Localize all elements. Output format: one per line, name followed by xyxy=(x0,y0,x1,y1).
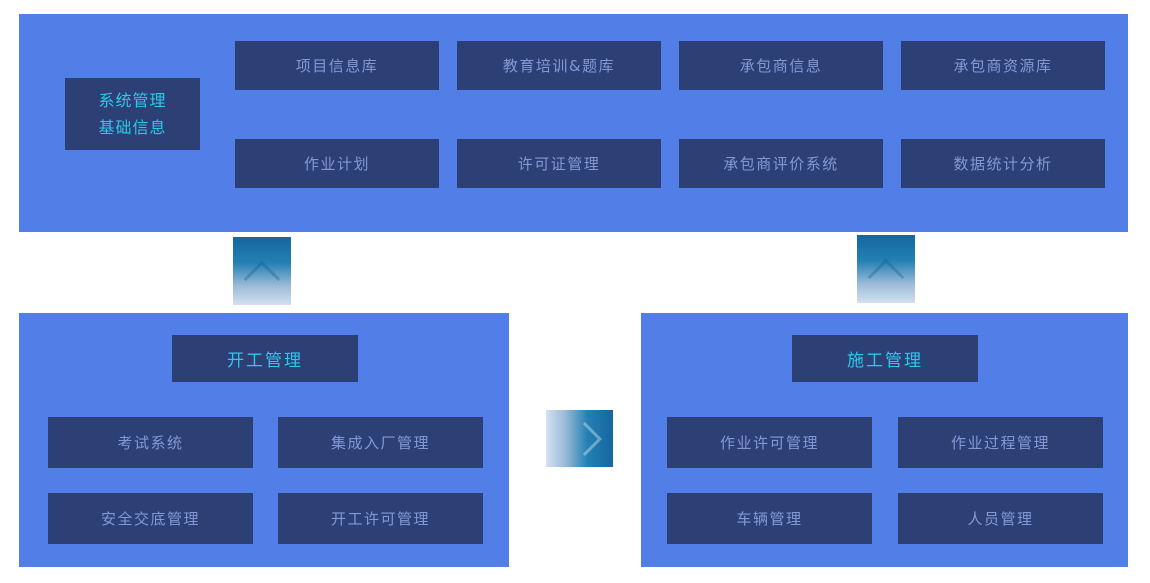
module-work-permit-management: 作业许可管理 xyxy=(667,417,872,468)
module-education-training-question-bank: 教育培训&题库 xyxy=(457,41,661,90)
module-work-process-management: 作业过程管理 xyxy=(898,417,1103,468)
system-management-base-info-box: 系统管理 基础信息 xyxy=(65,78,200,150)
module-personnel-management: 人员管理 xyxy=(898,493,1103,544)
module-data-statistics-analysis: 数据统计分析 xyxy=(901,139,1105,188)
module-vehicle-management: 车辆管理 xyxy=(667,493,872,544)
chevron-right-icon xyxy=(567,421,602,456)
module-license-management: 许可证管理 xyxy=(457,139,661,188)
system-management-label: 系统管理 xyxy=(98,91,167,110)
module-work-plan: 作业计划 xyxy=(235,139,439,188)
construction-management-header: 施工管理 xyxy=(792,335,978,382)
module-integrated-entry-management: 集成入厂管理 xyxy=(278,417,483,468)
connector-top-to-left-panel xyxy=(233,237,291,305)
commencement-management-header: 开工管理 xyxy=(172,335,358,382)
connector-left-to-right-panel xyxy=(546,410,613,467)
chevron-up-icon xyxy=(243,260,281,297)
connector-top-to-right-panel xyxy=(857,235,915,303)
module-contractor-info: 承包商信息 xyxy=(679,41,883,90)
module-safety-disclosure-management: 安全交底管理 xyxy=(48,493,253,544)
base-info-label: 基础信息 xyxy=(98,118,167,137)
module-commencement-permit-management: 开工许可管理 xyxy=(278,493,483,544)
module-contractor-resource-library: 承包商资源库 xyxy=(901,41,1105,90)
module-contractor-evaluation-system: 承包商评价系统 xyxy=(679,139,883,188)
chevron-up-icon xyxy=(867,258,905,295)
bottom-left-panel-commencement-management: 开工管理 考试系统 集成入厂管理 安全交底管理 开工许可管理 xyxy=(19,313,509,567)
module-exam-system: 考试系统 xyxy=(48,417,253,468)
top-panel-system-management: 系统管理 基础信息 项目信息库 教育培训&题库 承包商信息 承包商资源库 作业计… xyxy=(19,14,1128,232)
bottom-right-panel-construction-management: 施工管理 作业许可管理 作业过程管理 车辆管理 人员管理 xyxy=(641,313,1128,567)
module-project-info-library: 项目信息库 xyxy=(235,41,439,90)
